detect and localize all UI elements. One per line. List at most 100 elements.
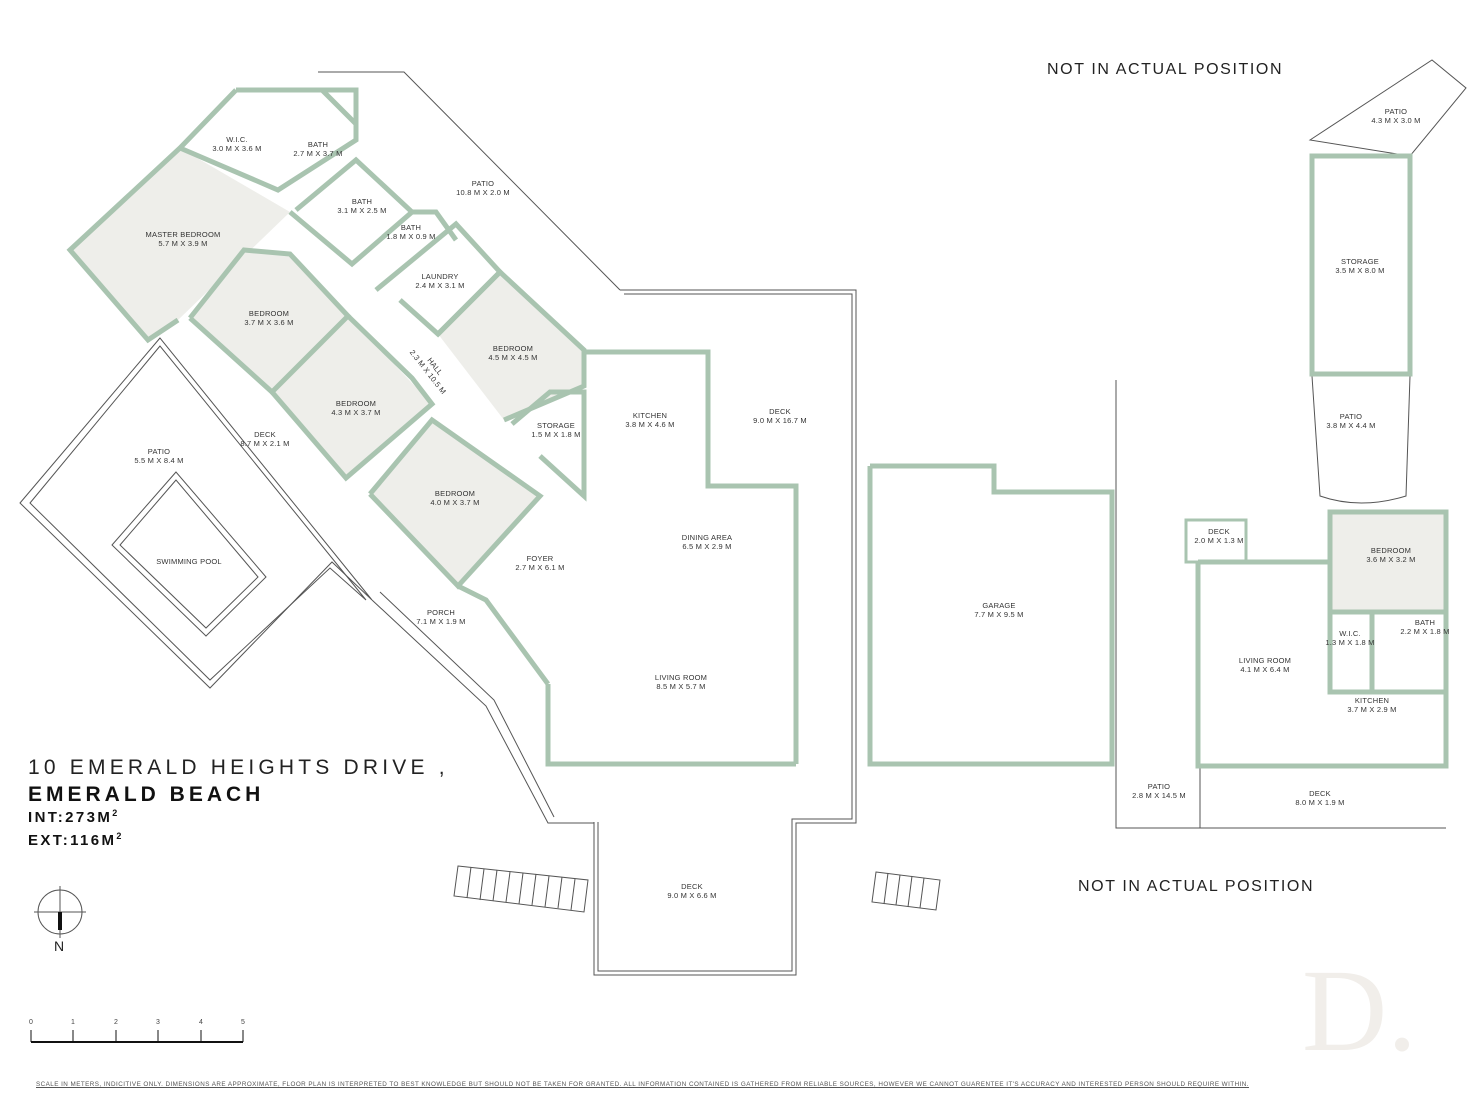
- stairs-right: [871, 871, 941, 911]
- room-label-wic-main: W.I.C.3.0 M X 3.6 M: [212, 135, 261, 153]
- room-name: W.I.C.: [226, 135, 248, 144]
- room-name: PATIO: [148, 447, 170, 456]
- wall-bedroom1: [188, 247, 352, 396]
- room-dimensions: 2.8 M X 14.5 M: [1132, 791, 1186, 800]
- room-name: DECK: [254, 430, 276, 439]
- room-dimensions: 3.7 M X 2.9 M: [1347, 705, 1396, 714]
- scale-bar: 0 1 2 3 4 5: [29, 1019, 245, 1043]
- room-name: GARAGE: [982, 601, 1015, 610]
- wall-storage: [510, 389, 587, 502]
- room-dimensions: 3.5 M X 8.0 M: [1335, 266, 1384, 275]
- swimming-pool-outline: [111, 471, 267, 637]
- room-dimensions: 5.5 M X 8.4 M: [134, 456, 183, 465]
- room-dimensions: 8.5 M X 5.7 M: [656, 682, 705, 691]
- room-dimensions: 10.8 M X 2.0 M: [456, 188, 510, 197]
- room-dimensions: 2.0 M X 1.3 M: [1194, 536, 1243, 545]
- wall-foyer: [456, 583, 551, 686]
- room-name: BATH: [308, 140, 328, 149]
- brand-watermark-logo: D.: [1302, 945, 1417, 1076]
- room-name: MASTER BEDROOM: [146, 230, 221, 239]
- room-name: LIVING ROOM: [1239, 656, 1291, 665]
- wall-bedroom4: [368, 416, 544, 590]
- room-name: BATH: [352, 197, 372, 206]
- room-name: KITCHEN: [1355, 696, 1389, 705]
- room-dimensions: 4.3 M X 3.7 M: [331, 408, 380, 417]
- room-name: PATIO: [1148, 782, 1170, 791]
- room-dimensions: 4.1 M X 6.4 M: [1240, 665, 1289, 674]
- room-name: BEDROOM: [493, 344, 533, 353]
- room-dimensions: 8.0 M X 1.9 M: [1295, 798, 1344, 807]
- room-dimensions: 7.1 M X 1.9 M: [416, 617, 465, 626]
- porch-outline: [371, 599, 594, 824]
- room-name: PATIO: [1385, 107, 1407, 116]
- wall-master: [66, 88, 238, 344]
- bedroom-granny-fill: [1330, 512, 1446, 612]
- external-area-unit: 2: [116, 831, 124, 841]
- external-area: EXT:116M2: [28, 831, 124, 849]
- deck-large-outline: [593, 289, 857, 976]
- room-dimensions: 3.8 M X 4.6 M: [625, 420, 674, 429]
- scale-tick-label: 4: [199, 1019, 203, 1026]
- room-name: PATIO: [472, 179, 494, 188]
- room-dimensions: 3.7 M X 3.6 M: [244, 318, 293, 327]
- porch-inner: [379, 591, 555, 818]
- room-name: BEDROOM: [1371, 546, 1411, 555]
- room-name: DECK: [1309, 789, 1331, 798]
- deck-large-inner: [597, 293, 853, 972]
- scale-tick-label: 0: [29, 1019, 33, 1026]
- bedroom4-fill: [370, 420, 540, 586]
- room-dimensions: 3.1 M X 2.5 M: [337, 206, 386, 215]
- scale-tick-label: 3: [156, 1019, 160, 1026]
- internal-area: INT:273M2: [28, 808, 120, 826]
- address-street: 10 EMERALD HEIGHTS DRIVE ,: [28, 756, 449, 779]
- bedroom1-fill: [190, 250, 348, 392]
- room-dimensions: 4.0 M X 3.7 M: [430, 498, 479, 507]
- room-name: BEDROOM: [435, 489, 475, 498]
- wall-granny-inner: [1327, 562, 1446, 695]
- wall-garage: [867, 463, 1115, 767]
- master-bedroom-fill: [70, 148, 290, 340]
- wall-deck-small: [1184, 518, 1248, 564]
- room-label-pool: SWIMMING POOL: [156, 557, 221, 566]
- room-dimensions: 9.0 M X 6.6 M: [667, 891, 716, 900]
- room-name: BEDROOM: [249, 309, 289, 318]
- patio-top-outline: [318, 71, 621, 291]
- room-dimensions: 3.0 M X 3.6 M: [212, 144, 261, 153]
- wall-kitchen: [586, 349, 799, 764]
- room-name: DECK: [769, 407, 791, 416]
- scale-tick-label: 1: [71, 1019, 75, 1026]
- scale-tick-label: 2: [114, 1019, 118, 1026]
- stairs-left: [453, 865, 589, 913]
- room-name: LIVING ROOM: [655, 673, 707, 682]
- shed-patio-outline: [1308, 59, 1467, 157]
- wall-bath: [278, 87, 358, 126]
- not-in-position-notice-top: NOT IN ACTUAL POSITION: [1047, 61, 1284, 78]
- room-dimensions: 3.6 M X 3.2 M: [1366, 555, 1415, 564]
- swimming-pool-inner: [119, 479, 259, 629]
- room-name: KITCHEN: [633, 411, 667, 420]
- room-dimensions: 7.7 M X 9.5 M: [974, 610, 1023, 619]
- room-dimensions: 5.7 M X 3.9 M: [158, 239, 207, 248]
- room-name: STORAGE: [1341, 257, 1379, 266]
